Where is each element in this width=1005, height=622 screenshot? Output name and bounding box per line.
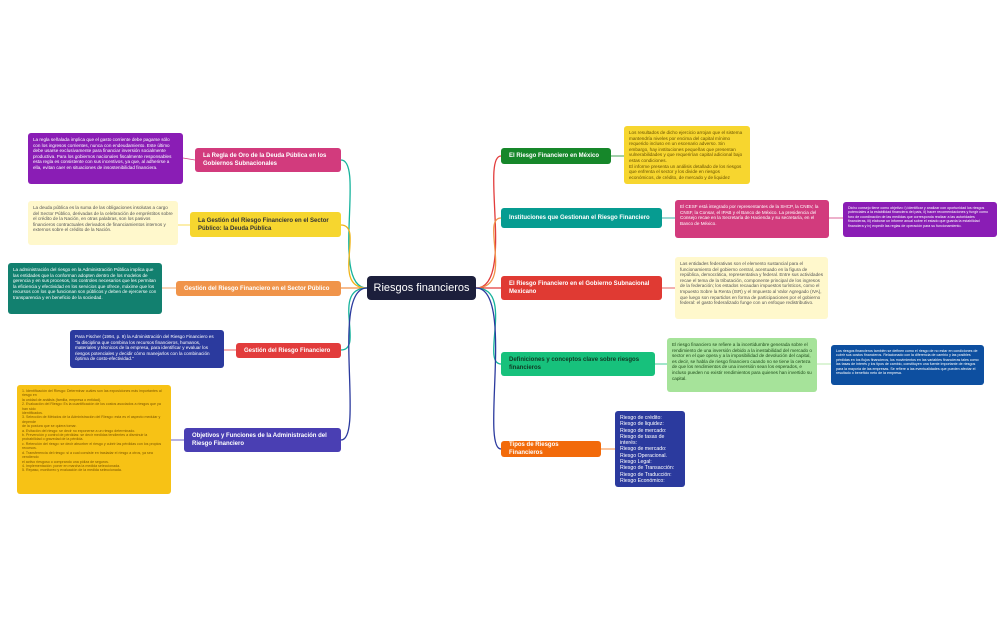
note-tipos: Riesgo de crédito: Riesgo de liquidez: R… [615,411,685,487]
link-regla-oro [340,159,368,289]
branch-objetivos-funciones[interactable]: Objetivos y Funciones de la Administraci… [184,428,341,452]
branch-definiciones[interactable]: Definiciones y conceptos clave sobre rie… [501,352,655,376]
note-definicion: El riesgo financiero se refiere a la inc… [667,338,817,392]
note-administracion-publica: La administración del riesgo en la Admin… [8,263,162,314]
link-deuda-publica [340,224,368,289]
central-topic[interactable]: Riesgos financieros [367,276,476,300]
branch-gestion-sector-publico[interactable]: Gestión del Riesgo Financiero en el Sect… [176,281,341,296]
link-gestion-riesgo [340,287,368,351]
note-objetivos: 1. Identificación del Riesgo: Determinar… [17,385,171,494]
note-entidades: Las entidades federativas son el element… [675,257,828,319]
branch-gobierno-subnacional[interactable]: El Riesgo Financiero en el Gobierno Subn… [501,276,662,300]
link-tipos [475,287,502,450]
note-costos: Los riesgos financieros también se defin… [831,345,984,385]
note-regla-oro: La regla señalada implica que el gasto c… [28,133,183,184]
note-deuda-publica: La deuda pública es la suma de las oblig… [28,201,178,245]
branch-tipos[interactable]: Tipos de Riesgos Financieros [501,441,601,457]
link-definiciones [475,287,502,365]
note-fischer: Para Fischer (1994, p. 9) la Administrac… [70,330,224,368]
note-mexico: Los resultados de dicho ejercicio arroja… [624,126,750,184]
link-mexico [475,155,502,289]
link-objetivos [340,287,368,441]
note-consejo: Dicho consejo tiene como objetivo: i) id… [843,202,997,237]
branch-gestion-deuda-publica[interactable]: La Gestión del Riesgo Financiero en el S… [190,212,341,237]
branch-regla-oro[interactable]: La Regla de Oro de la Deuda Pública en l… [195,148,341,172]
branch-instituciones[interactable]: Instituciones que Gestionan el Riesgo Fi… [501,208,662,228]
note-csf: El CESF está integrado por representante… [675,200,829,238]
link-note-regla [182,157,196,161]
link-instituciones [475,217,502,289]
branch-gestion-riesgo[interactable]: Gestión del Riesgo Financiero [236,343,341,358]
branch-riesgo-mexico[interactable]: El Riesgo Financiero en México [501,148,611,164]
